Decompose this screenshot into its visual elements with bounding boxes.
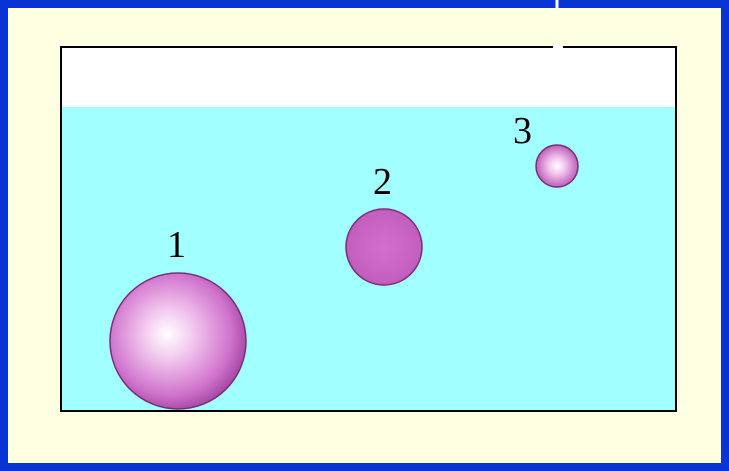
sphere-2-label: 2 bbox=[373, 161, 392, 203]
sphere-1-label: 1 bbox=[167, 224, 186, 266]
sphere-2 bbox=[345, 208, 423, 286]
sphere-1 bbox=[109, 272, 247, 410]
sphere-3 bbox=[535, 144, 579, 188]
sphere-3-label: 3 bbox=[513, 110, 532, 152]
tank-air-gap bbox=[61, 47, 676, 107]
tank-wall-gap bbox=[553, 44, 563, 50]
tank-outline bbox=[60, 46, 677, 412]
